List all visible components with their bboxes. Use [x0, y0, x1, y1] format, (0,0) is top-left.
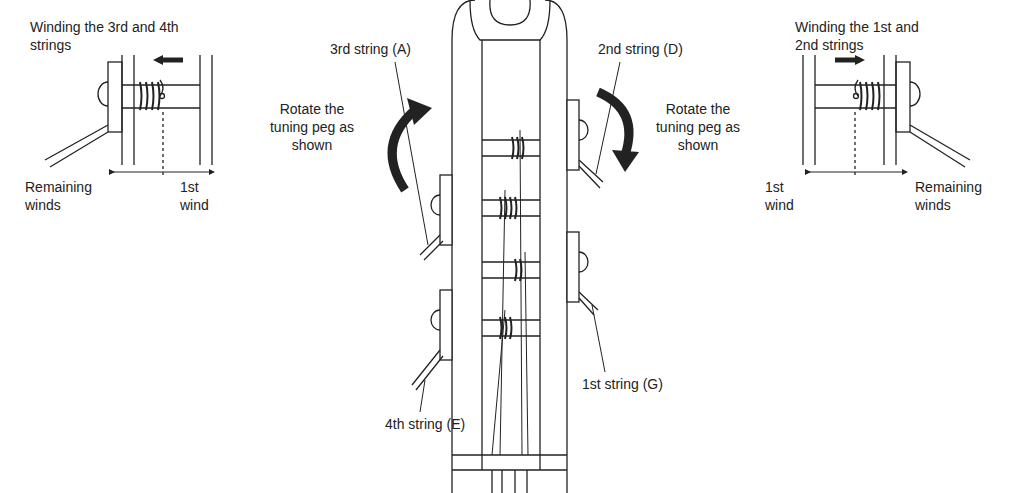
heading: Winding the 3rd and 4th strings — [30, 18, 180, 54]
string-label: 3rd string (A) — [330, 40, 440, 58]
string-label: 1st string (G) — [582, 375, 692, 393]
instruction: Rotate the tuning peg as shown — [262, 100, 362, 155]
winding-note: 1st wind — [765, 178, 815, 214]
heading: Winding the 1st and 2nd strings — [795, 18, 945, 54]
instruction: Rotate the tuning peg as shown — [648, 100, 748, 155]
winding-note: 1st wind — [180, 178, 230, 214]
string-label: 2nd string (D) — [598, 40, 708, 58]
string-label: 4th string (E) — [385, 415, 495, 433]
winding-note: Remaining winds — [915, 178, 990, 214]
winding-note: Remaining winds — [25, 178, 100, 214]
